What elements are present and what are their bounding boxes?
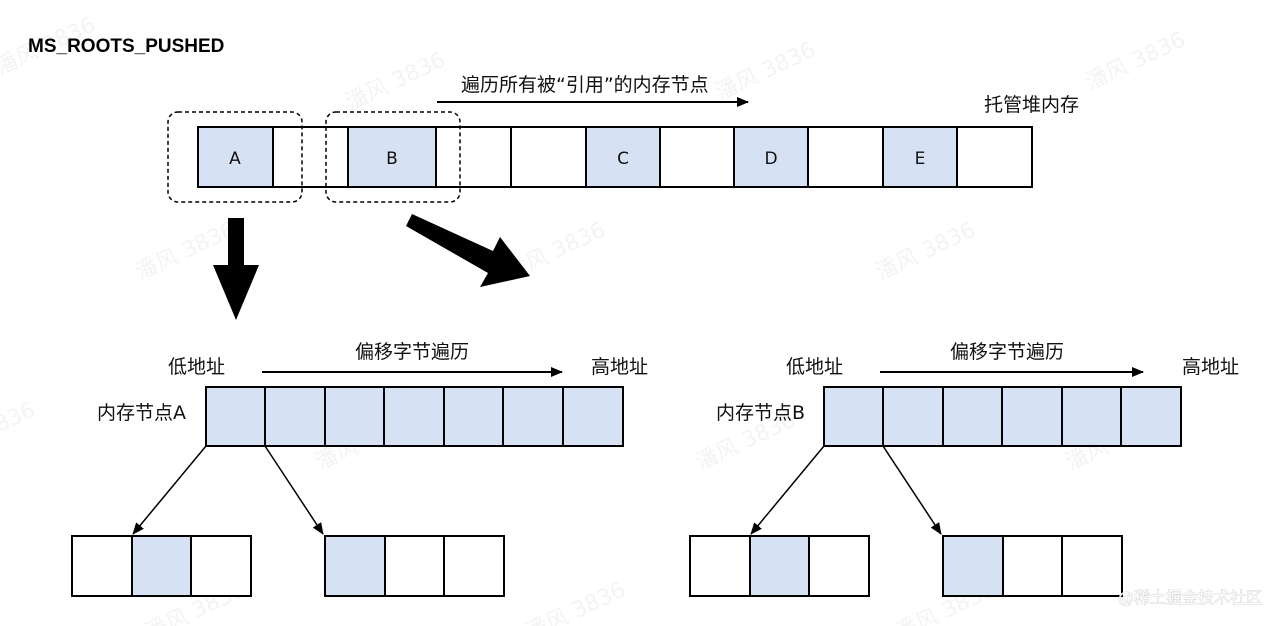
node-a-byte	[205, 386, 266, 447]
node-a-byte	[264, 386, 326, 447]
heap-cell	[956, 126, 1033, 188]
node-b-high-address: 高地址	[1182, 356, 1239, 378]
node-a-pointer-arrow	[132, 445, 207, 535]
child-cell	[71, 535, 133, 597]
node-b-label: 内存节点B	[716, 402, 805, 424]
heap-cell-label: C	[617, 149, 629, 169]
diagram-title: MS_ROOTS_PUSHED	[28, 36, 224, 57]
heap-cell-label: E	[915, 149, 926, 169]
selection-box-a	[167, 111, 303, 203]
node-b-pointer-arrow	[750, 445, 825, 535]
node-b-low-address: 低地址	[786, 356, 843, 378]
node-b-pointer-arrow	[882, 445, 942, 535]
child-cell	[808, 535, 870, 597]
node-a-child-1	[71, 535, 252, 597]
node-b-byte	[1061, 386, 1122, 447]
watermark: 潘风 3836	[342, 48, 450, 116]
node-a-child-2	[324, 535, 505, 597]
brand-watermark: @稀土掘金技术社区	[1118, 588, 1262, 607]
node-b-row	[823, 386, 1182, 447]
heap-traverse-label: 遍历所有被“引用”的内存节点	[461, 74, 709, 96]
node-a-high-address: 高地址	[591, 356, 648, 378]
heap-row: A B C D E	[197, 126, 1033, 188]
expand-arrow-diagonal	[406, 214, 530, 287]
node-b-byte	[1120, 386, 1182, 447]
child-cell	[1002, 535, 1063, 597]
child-cell	[749, 535, 810, 597]
heap-cell	[807, 126, 884, 188]
expand-arrow-down	[213, 218, 259, 320]
heap-cell	[510, 126, 587, 188]
heap-cell	[733, 126, 809, 188]
node-a-byte	[383, 386, 445, 447]
node-b-byte	[823, 386, 884, 447]
node-a-byte	[562, 386, 624, 447]
node-a-byte	[324, 386, 385, 447]
watermark: 潘风 3836	[1082, 28, 1190, 96]
watermark: 潘风 3836	[522, 578, 630, 626]
node-b-child-1	[689, 535, 870, 597]
watermark: 潘风 3836	[712, 38, 820, 106]
heap-cell	[435, 126, 512, 188]
node-a-byte	[502, 386, 564, 447]
child-cell	[443, 535, 505, 597]
heap-cell	[347, 126, 437, 188]
node-a-row	[205, 386, 624, 447]
heap-cell	[882, 126, 958, 188]
node-b-byte	[942, 386, 1003, 447]
node-b-offset-label: 偏移字节遍历	[950, 341, 1064, 363]
heap-cell	[585, 126, 661, 188]
node-a-offset-label: 偏移字节遍历	[355, 341, 469, 363]
heap-label: 托管堆内存	[984, 94, 1079, 116]
node-a-pointer-arrow	[264, 445, 324, 535]
child-cell	[1061, 535, 1123, 597]
heap-cell-label: D	[764, 149, 777, 169]
heap-cell-label: A	[229, 149, 241, 169]
child-cell	[384, 535, 445, 597]
node-b-byte	[882, 386, 944, 447]
heap-cell	[272, 126, 349, 188]
child-cell	[324, 535, 386, 597]
child-cell	[190, 535, 252, 597]
node-b-byte	[1001, 386, 1063, 447]
watermark: 潘风 3836	[0, 398, 39, 466]
node-a-byte	[443, 386, 504, 447]
heap-cell-label: B	[386, 149, 398, 169]
selection-box-b	[325, 111, 461, 203]
node-a-label: 内存节点A	[97, 402, 186, 424]
watermark: 潘风 3836	[872, 218, 980, 286]
node-b-child-2	[942, 535, 1123, 597]
heap-cell	[197, 126, 274, 188]
node-a-low-address: 低地址	[168, 356, 225, 378]
child-cell	[942, 535, 1004, 597]
child-cell	[689, 535, 751, 597]
heap-cell	[659, 126, 735, 188]
child-cell	[131, 535, 192, 597]
